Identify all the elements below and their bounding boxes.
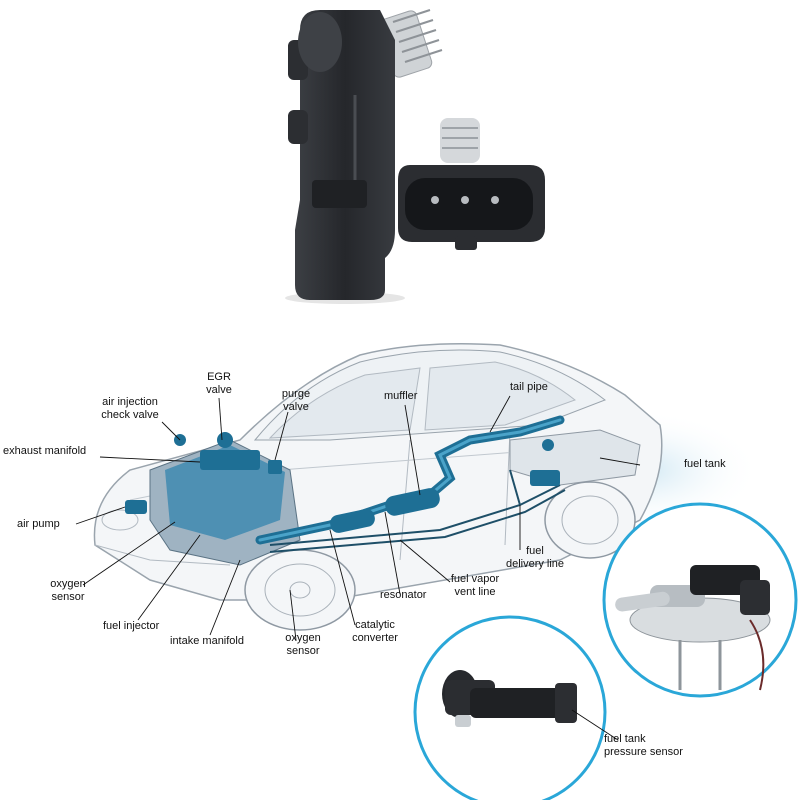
label-exhaust-manifold: exhaust manifold bbox=[3, 445, 87, 457]
leader-lines bbox=[75, 395, 641, 741]
label-fuel-tank: fuel tank bbox=[684, 458, 726, 470]
label-tail-pipe: tail pipe bbox=[510, 381, 548, 393]
exhaust-system bbox=[255, 415, 565, 545]
pressure-sensor-inset bbox=[413, 615, 607, 800]
label-air-pump: air pump bbox=[17, 518, 60, 530]
label-intake-manifold: intake manifold bbox=[170, 635, 244, 647]
label-muffler: muffler bbox=[384, 390, 418, 402]
rear-wheel bbox=[544, 481, 636, 559]
sensor-product-photo bbox=[240, 0, 560, 310]
label-fuel-injector: fuel injector bbox=[103, 620, 160, 632]
fuel-pump-inset bbox=[602, 502, 798, 698]
label-resonator: resonator bbox=[380, 589, 427, 601]
connector-photo bbox=[398, 118, 545, 250]
